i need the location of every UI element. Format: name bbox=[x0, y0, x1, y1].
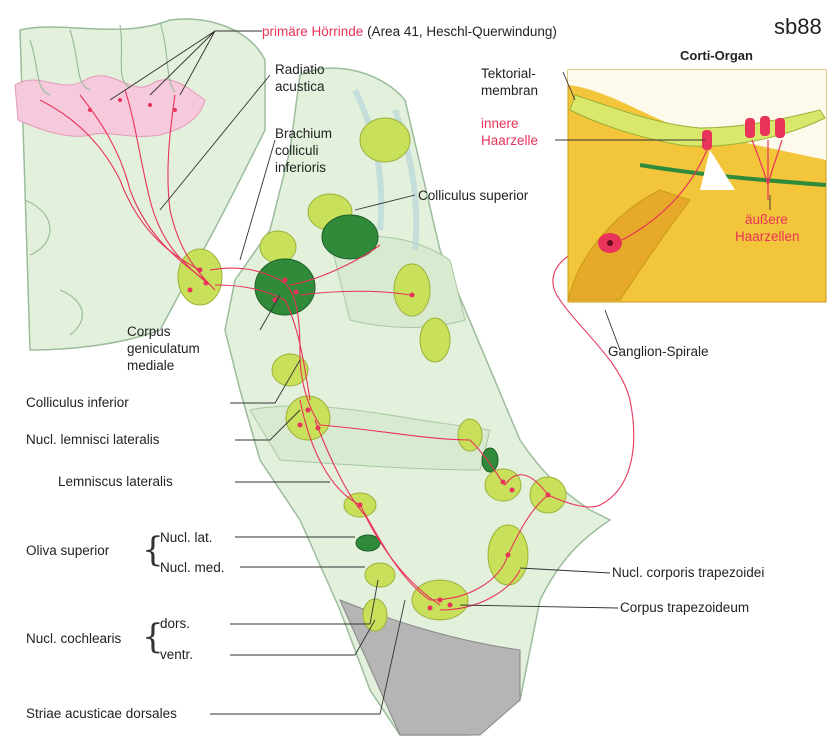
brachium-label-3: inferioris bbox=[275, 160, 326, 176]
lemniscus-lateralis-label: Lemniscus lateralis bbox=[58, 474, 173, 490]
brachium-label-2: colliculi bbox=[275, 143, 319, 159]
aeussere-label-1: äußere bbox=[745, 212, 788, 228]
dors-label: dors. bbox=[160, 616, 190, 632]
nucl-lemnisci-label: Nucl. lemnisci lateralis bbox=[26, 432, 160, 448]
tektorial-label-1: Tektorial- bbox=[481, 66, 536, 82]
primary-cortex-detail: (Area 41, Heschl-Querwindung) bbox=[367, 24, 557, 39]
corpus-geniculatum-label-3: mediale bbox=[127, 358, 174, 374]
ventr-label: ventr. bbox=[160, 647, 193, 663]
nucl-corporis-label: Nucl. corporis trapezoidei bbox=[612, 565, 764, 581]
corpus-trapezoideum-label: Corpus trapezoideum bbox=[620, 600, 749, 616]
radiatio-label-2: acustica bbox=[275, 79, 325, 95]
oliva-superior-label: Oliva superior bbox=[26, 543, 109, 559]
ganglion-label: Ganglion-Spirale bbox=[608, 344, 709, 360]
corpus-geniculatum-label-2: geniculatum bbox=[127, 341, 200, 357]
corti-title: Corti-Organ bbox=[680, 48, 753, 64]
primary-cortex-red: primäre Hörrinde bbox=[262, 24, 363, 39]
aeussere-label-2: Haarzellen bbox=[735, 229, 800, 245]
innere-label-2: Haarzelle bbox=[481, 133, 538, 149]
nucl-cochlearis-label: Nucl. cochlearis bbox=[26, 631, 121, 647]
colliculus-superior-label: Colliculus superior bbox=[418, 188, 528, 204]
brachium-label-1: Brachium bbox=[275, 126, 332, 142]
nucl-lat-label: Nucl. lat. bbox=[160, 530, 213, 546]
cortex-section bbox=[15, 19, 265, 350]
innere-label-1: innere bbox=[481, 116, 519, 132]
radiatio-label-1: Radiatio bbox=[275, 62, 325, 78]
tektorial-label-2: membran bbox=[481, 83, 538, 99]
nucl-med-label: Nucl. med. bbox=[160, 560, 225, 576]
primary-cortex-label: primäre Hörrinde (Area 41, Heschl-Querwi… bbox=[262, 24, 557, 40]
colliculus-inferior-label: Colliculus inferior bbox=[26, 395, 129, 411]
corpus-geniculatum-label-1: Corpus bbox=[127, 324, 171, 340]
corner-tag: sb88 bbox=[774, 14, 822, 40]
striae-label: Striae acusticae dorsales bbox=[26, 706, 177, 722]
corti-organ-inset bbox=[568, 70, 826, 302]
